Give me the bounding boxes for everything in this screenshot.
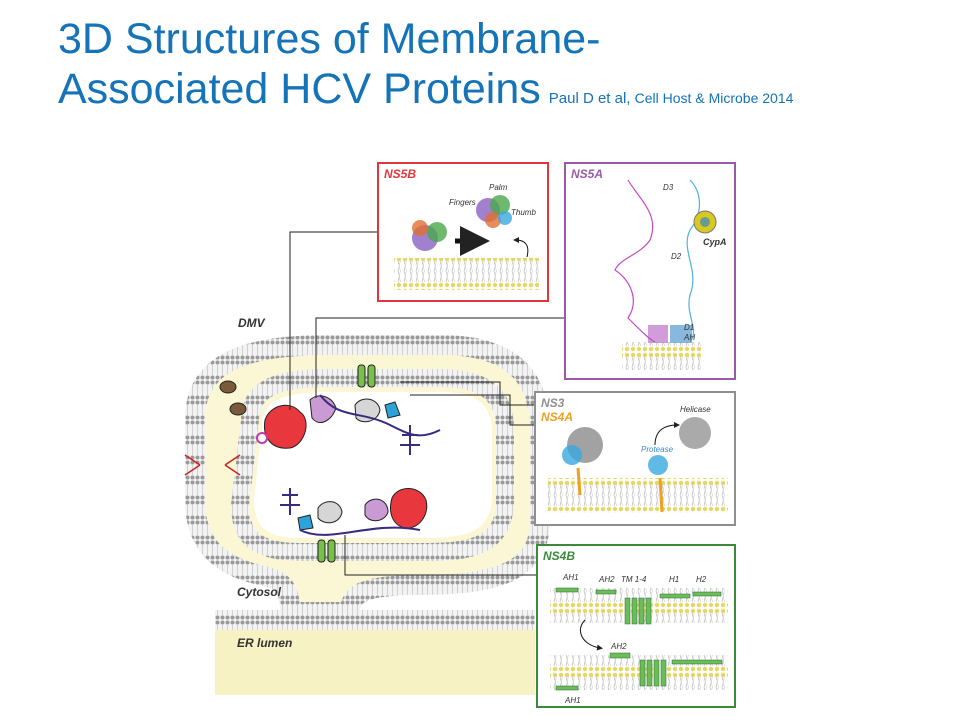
er-membrane-band (215, 610, 535, 630)
slide-title: 3D Structures of Membrane- Associated HC… (58, 14, 793, 124)
ns3-membrane (548, 478, 728, 513)
er-lumen-label: ER lumen (237, 636, 292, 650)
replication-complex-bottom (280, 488, 428, 563)
ns5b-label-palm: Palm (489, 183, 508, 192)
ns4b-curved-arrow-icon (580, 619, 603, 651)
ns5a-chain-blue (686, 179, 700, 343)
ns5b-title: NS5B (384, 167, 416, 181)
pore-icon (184, 380, 247, 476)
ns3-curved-arrow-icon (654, 422, 680, 446)
ns5a-label-ah: AH (683, 333, 695, 342)
ns5b-protein-open (476, 195, 512, 228)
ns4b-helices-top (555, 587, 722, 625)
ns5b-label-fingers: Fingers (449, 198, 476, 207)
citation-authors: Paul D et al, (548, 90, 631, 107)
ns3-protein-open (648, 417, 711, 513)
ns4b-label-ah2-top: AH2 (598, 575, 615, 584)
panel-ns5a: NS5A D3 CypA D2 D1 AH (564, 162, 736, 380)
ns4b-label-ah1-bottom: AH1 (564, 696, 581, 705)
er-lumen-region (215, 625, 535, 695)
citation-journal: Cell Host & Microbe 2014 (634, 90, 794, 106)
ns3-protein-closed (562, 427, 603, 496)
ns5a-label-cypa: CypA (703, 237, 727, 247)
panel-ns3-ns4a: NS3 NS4A Helicase Protease (534, 391, 736, 526)
ns5a-d1-domain-purple (648, 325, 668, 343)
ns4b-label-h1: H1 (669, 575, 679, 584)
dmv-cell-drawing: DMV Cytosol ER lumen (184, 316, 550, 695)
ns5a-membrane (622, 342, 702, 370)
panel-ns4b: NS4B AH1 AH2 TM 1-4 H1 H2 AH2 AH (536, 544, 736, 708)
ns4b-label-ah1-top: AH1 (562, 573, 579, 582)
citation: Paul D et al, Cell Host & Microbe 2014 (549, 90, 794, 107)
ns5a-cypa-icon (693, 210, 717, 234)
ns3-label-protease: Protease (641, 445, 674, 454)
ns4b-label-ah2-bottom: AH2 (610, 642, 627, 651)
ns4a-title: NS4A (541, 410, 573, 424)
ns5a-label-d1: D1 (684, 323, 694, 332)
ns3-title: NS3 (541, 396, 565, 410)
ns5a-title: NS5A (571, 167, 603, 181)
dmv-inner-lumen (254, 392, 492, 538)
ns4b-title: NS4B (543, 549, 575, 563)
ns4b-helices-bottom (555, 652, 723, 691)
ns5a-label-d2: D2 (671, 252, 682, 261)
ns5b-curved-arrow-icon (513, 237, 529, 258)
ns5a-label-d3: D3 (663, 183, 674, 192)
ns5a-chain-purple (614, 179, 656, 343)
ns5a-d1-domain (670, 325, 692, 343)
ns5b-protein-closed (412, 220, 447, 251)
ns4b-label-tm: TM 1-4 (621, 575, 647, 584)
ns5b-label-thumb: Thumb (511, 208, 536, 217)
replication-complex-top (256, 364, 441, 455)
title-line-2-text: Associated HCV Proteins (58, 65, 541, 113)
cytosol-label: Cytosol (237, 585, 282, 599)
dmv-label: DMV (238, 316, 266, 330)
ns3-label-helicase: Helicase (680, 405, 711, 414)
connector-lines (289, 231, 565, 576)
title-line-1: 3D Structures of Membrane- (58, 15, 601, 63)
ns4b-label-h2: H2 (696, 575, 707, 584)
ns5b-membrane (394, 258, 539, 290)
panel-ns5b: NS5B Fingers Palm Thumb (377, 162, 549, 302)
